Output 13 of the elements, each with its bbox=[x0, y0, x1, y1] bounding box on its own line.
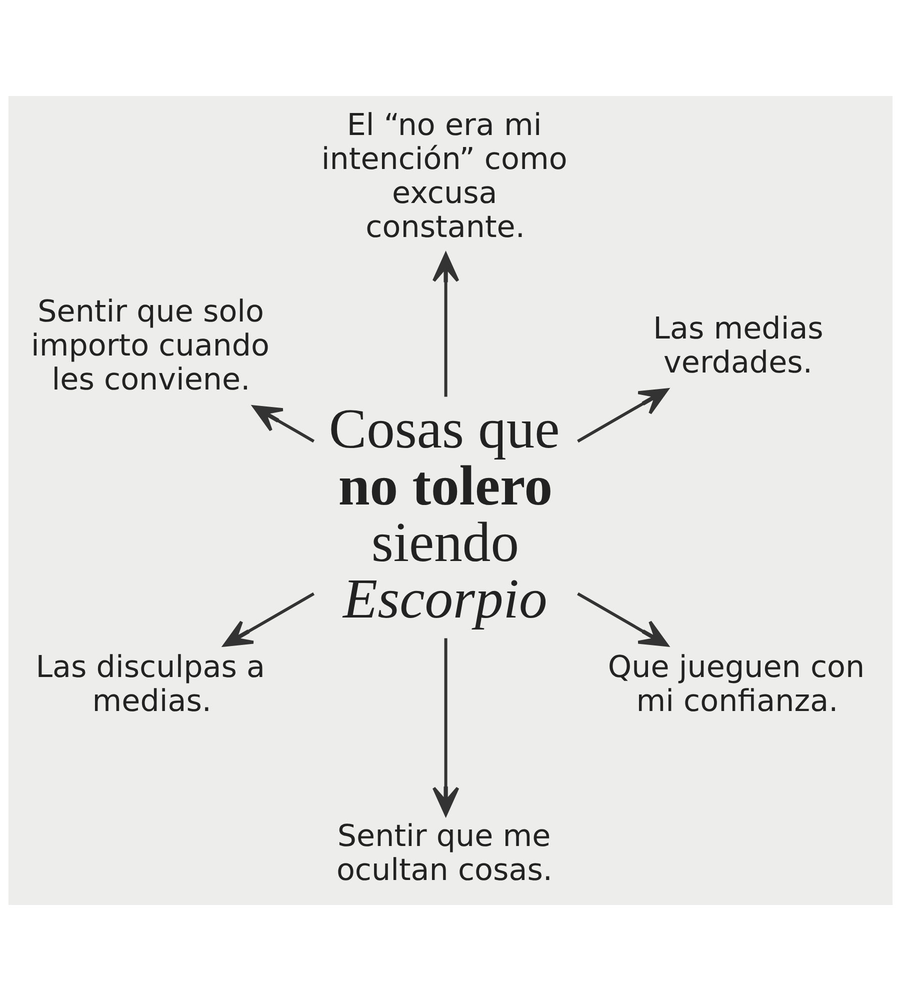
arrow bbox=[577, 388, 669, 442]
arrow bbox=[432, 252, 460, 396]
arrow bbox=[252, 404, 315, 442]
node-text: Cosas que no tolero siendo Escorpio bbox=[328, 398, 560, 630]
node-text: El “no era mi intención” como excusa constante. bbox=[321, 108, 568, 245]
arrow bbox=[432, 638, 460, 816]
node-text: Sentir que me ocultan cosas. bbox=[336, 818, 553, 888]
arrow bbox=[223, 592, 315, 646]
node-text: Que jueguen con mi confianza. bbox=[608, 649, 865, 718]
node-text: Las medias verdades. bbox=[653, 310, 824, 380]
node-text: Sentir que solo importo cuando les conviene. bbox=[31, 294, 270, 397]
arrow bbox=[577, 592, 669, 646]
node-text: Las disculpas a medias. bbox=[36, 649, 266, 718]
